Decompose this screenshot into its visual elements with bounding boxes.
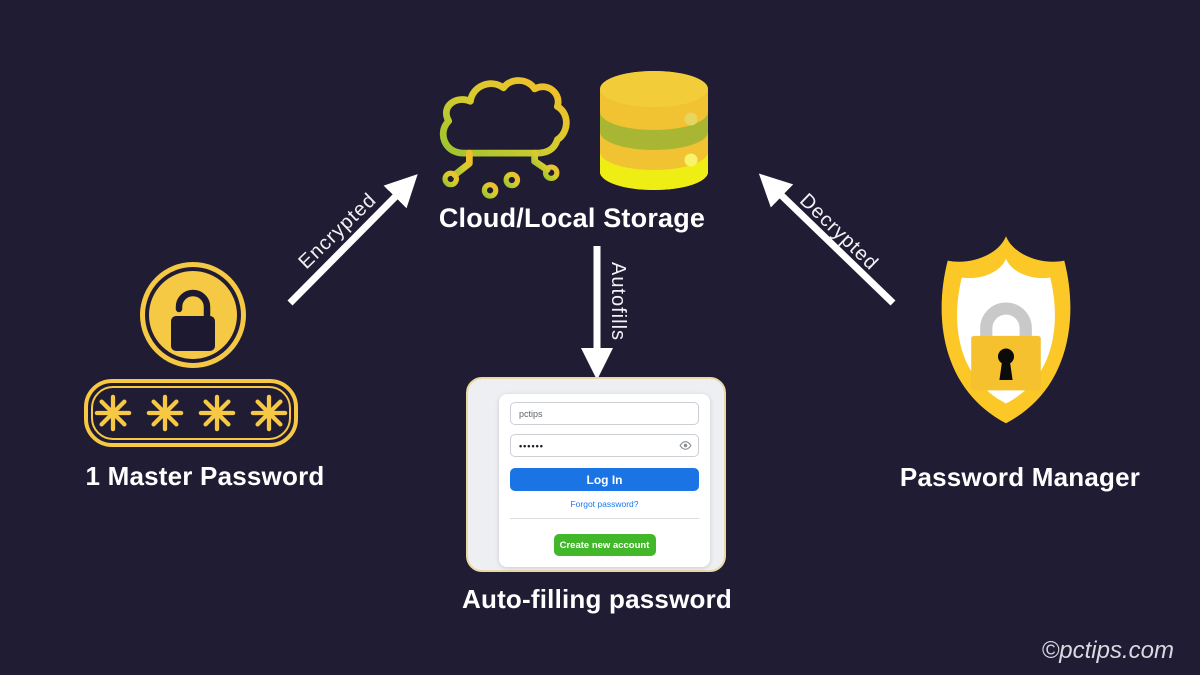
create-account-button[interactable]: Create new account (553, 534, 656, 556)
asterisk-icon (146, 394, 184, 432)
cloud-circuit-icon (439, 77, 570, 199)
asterisk-row (91, 386, 291, 440)
password-manager-label: Password Manager (899, 462, 1141, 492)
asterisk-icon (250, 394, 288, 432)
shield-lock-icon (941, 236, 1071, 424)
password-input[interactable] (510, 434, 699, 457)
asterisk-icon (198, 394, 236, 432)
login-button[interactable]: Log In (510, 468, 699, 491)
eye-icon[interactable] (679, 439, 692, 452)
autofill-label: Auto-filling password (462, 584, 732, 614)
login-form-mockup: Log In Forgot password? Create new accou… (466, 377, 726, 572)
watermark: ©pctips.com (1041, 637, 1174, 664)
password-field-wrap (510, 434, 699, 457)
unlocked-padlock-icon (140, 262, 246, 368)
forgot-password-link[interactable]: Forgot password? (570, 499, 639, 509)
masked-password-field (84, 379, 298, 447)
divider (510, 518, 699, 519)
database-icon (600, 71, 708, 190)
storage-label: Cloud/Local Storage (438, 203, 706, 233)
master-password-label: 1 Master Password (85, 461, 325, 491)
encrypted-arrow (287, 174, 418, 306)
username-input[interactable] (510, 402, 699, 425)
login-card: Log In Forgot password? Create new accou… (499, 394, 710, 567)
decrypted-arrow (758, 173, 896, 306)
autofills-arrow-label: Autofills (607, 261, 629, 342)
asterisk-icon (94, 394, 132, 432)
